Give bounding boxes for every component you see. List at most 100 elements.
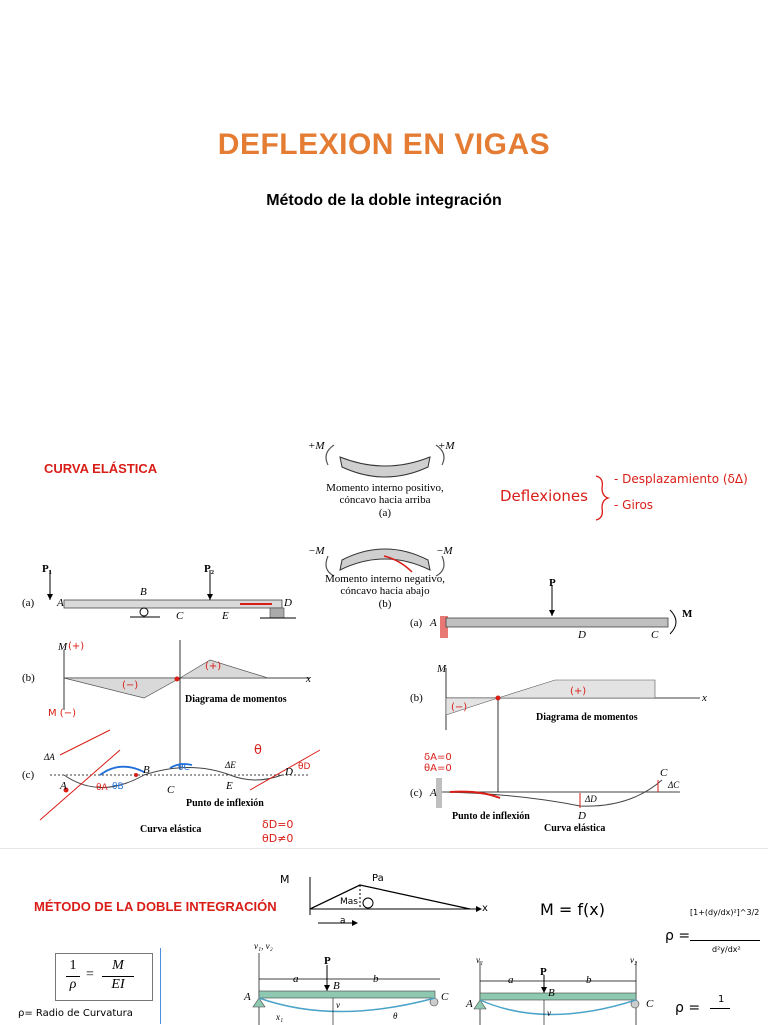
- right-x-axis: x: [702, 692, 707, 704]
- left-A: A: [57, 597, 64, 609]
- left-minus: (−): [122, 680, 139, 691]
- left-A-curve: A: [60, 780, 67, 792]
- note-brace: [595, 475, 611, 521]
- rho-note: ρ= Radio de Curvatura: [18, 1008, 133, 1019]
- beam1-theta: θ: [393, 1011, 398, 1021]
- beam2-P: P: [540, 966, 547, 978]
- curvature-formula-box: 1 ρ = M EI: [55, 953, 153, 1001]
- beam2-v2: v₂: [630, 955, 638, 965]
- left-cond-2: θD≠0: [262, 832, 294, 845]
- rho-eq-bar: [690, 940, 760, 941]
- beam1-x1: x₁: [276, 1012, 284, 1022]
- beam2-v1: v₁: [476, 955, 484, 965]
- left-B: B: [140, 586, 147, 598]
- pos-moment-caption-2: cóncavo hacia arriba: [339, 494, 431, 506]
- section-divider: [0, 848, 768, 849]
- rho-eq2-lhs: ρ =: [675, 1000, 701, 1016]
- right-C-curve: C: [660, 767, 668, 779]
- pos-moment-left-label: +M: [308, 440, 325, 452]
- note-desplazamiento: - Desplazamiento (δΔ): [614, 472, 748, 486]
- right-C: C: [651, 629, 659, 641]
- left-D-curve: D: [285, 766, 293, 778]
- rho-eq2-bar: [710, 1008, 730, 1009]
- right-tag-c: (c): [410, 787, 423, 799]
- left-tag-a: (a): [22, 597, 35, 609]
- neg-moment-tag: (b): [378, 598, 392, 610]
- note-giros: - Giros: [614, 498, 654, 512]
- left-E: E: [222, 610, 229, 622]
- left-theta-d: θD: [298, 762, 311, 772]
- beam2-B: B: [548, 987, 555, 999]
- formula-lhs-den: ρ: [69, 977, 77, 992]
- beam2-v-small: v: [547, 1008, 551, 1018]
- beam1-v-small: v: [336, 1000, 340, 1010]
- right-A-curve: A: [430, 787, 437, 799]
- sketch-mas: Mas: [340, 897, 358, 907]
- positive-moment-figure: [325, 444, 445, 478]
- left-inflexion: Punto de inflexión: [186, 798, 264, 809]
- beam2-a: a: [508, 974, 514, 986]
- right-M-axis: M: [437, 663, 447, 675]
- neg-moment-caption-2: cóncavo hacia abajo: [340, 585, 430, 597]
- right-tag-b: (b): [410, 692, 423, 704]
- pos-moment-right-label: +M: [438, 440, 455, 452]
- left-curve-label: Curva elástica: [140, 824, 202, 835]
- left-B-curve: B: [143, 764, 150, 776]
- right-delta-c: ΔC: [668, 780, 680, 790]
- right-D: D: [578, 629, 586, 641]
- right-P: P: [549, 577, 556, 589]
- beam1-P: P: [324, 955, 331, 967]
- left-tag-c: (c): [22, 769, 35, 781]
- formula-side-line: [160, 948, 161, 1024]
- left-diagram-label: Diagrama de momentos: [185, 694, 287, 705]
- moment-sketch: [309, 877, 482, 926]
- right-diagram-label: Diagrama de momentos: [536, 712, 638, 723]
- left-m-minus: M (−): [48, 708, 76, 719]
- left-theta: θ: [254, 743, 262, 758]
- right-cond-1: δA=0: [424, 752, 452, 763]
- beam2-C: C: [646, 998, 654, 1010]
- beam1-B: B: [333, 980, 340, 992]
- left-cond-1: δD=0: [262, 818, 294, 831]
- simply-supported-beam-2: [473, 961, 640, 1025]
- beam1-C: C: [441, 991, 449, 1003]
- formula-lhs-num: 1: [69, 958, 77, 973]
- left-tag-b: (b): [22, 672, 35, 684]
- right-inflexion: Punto de inflexión: [452, 811, 530, 822]
- sketch-x: x: [482, 903, 488, 914]
- formula-equals: =: [86, 967, 94, 982]
- right-tag-a: (a): [410, 617, 423, 629]
- note-deflexiones: Deflexiones: [500, 487, 588, 505]
- right-curve-label: Curva elástica: [544, 823, 606, 834]
- left-beam-figure: [39, 570, 321, 821]
- neg-moment-left-label: −M: [308, 545, 325, 557]
- m-fx-equation: M = f(x): [540, 900, 605, 919]
- left-plus-1: (+): [68, 641, 85, 652]
- right-M-load: M: [682, 608, 693, 620]
- formula-lhs-bar: [66, 976, 80, 977]
- slide-title: DEFLEXION EN VIGAS: [217, 128, 551, 161]
- left-delta-e: ΔE: [225, 760, 236, 770]
- sketch-pa: Pa: [372, 873, 384, 884]
- pos-moment-tag: (a): [378, 507, 392, 519]
- right-A: A: [430, 617, 437, 629]
- right-cond-2: θA=0: [424, 763, 452, 774]
- rho-eq-num: [1+(dy/dx)²]^3/2: [690, 908, 760, 917]
- right-minus: (−): [451, 702, 468, 713]
- beam2-A: A: [466, 998, 473, 1010]
- left-M-axis: M: [58, 641, 68, 653]
- left-theta-b: θB: [112, 782, 124, 792]
- left-p2: P₂: [204, 563, 215, 575]
- doble-integracion-heading: MÉTODO DE LA DOBLE INTEGRACIÓN: [34, 899, 277, 914]
- left-p1: P₁: [42, 563, 53, 575]
- left-E-curve: E: [226, 780, 233, 792]
- beam1-a: a: [293, 973, 299, 985]
- formula-rhs-num: M: [112, 958, 124, 973]
- right-beam-figure: [436, 585, 700, 808]
- left-delta-a: ΔA: [44, 752, 55, 762]
- rho-eq-lhs: ρ =: [665, 928, 691, 944]
- left-theta-c: θC: [178, 763, 190, 773]
- pos-moment-caption-1: Momento interno positivo,: [326, 482, 444, 494]
- left-theta-a: θA: [96, 783, 108, 793]
- beam1-v: v₁, v₂: [254, 941, 273, 951]
